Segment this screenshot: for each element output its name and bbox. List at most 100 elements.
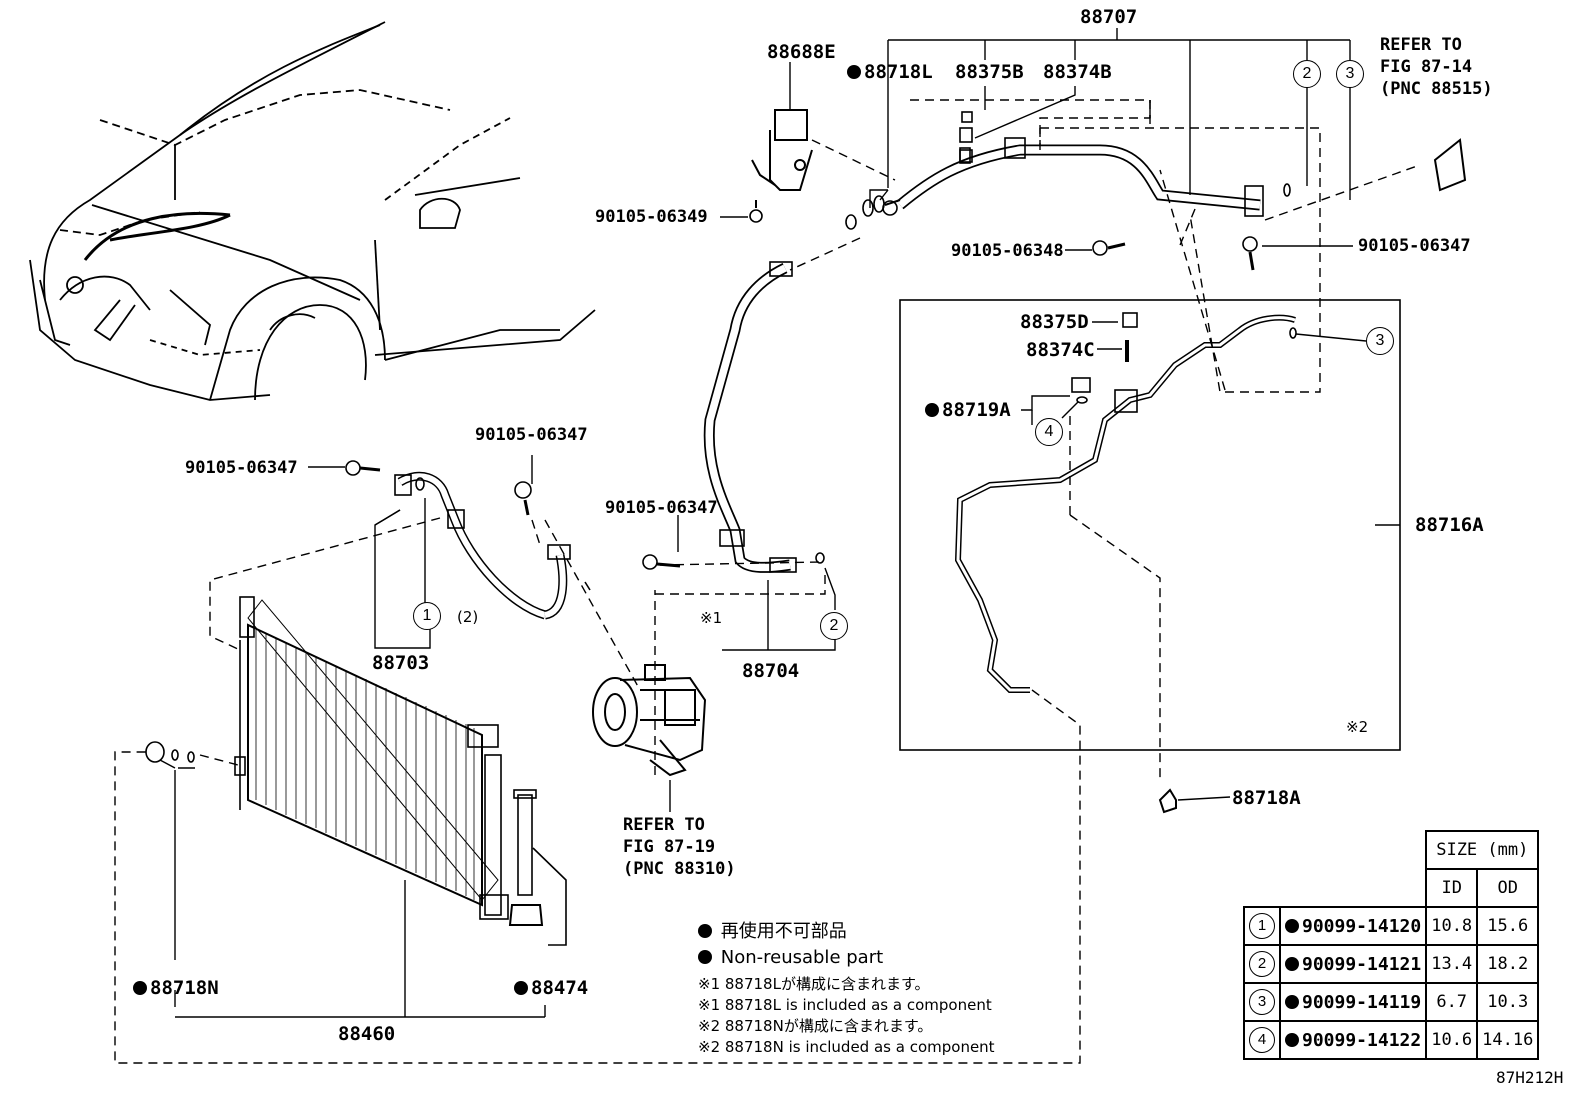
- legend-en-text: Non-reusable part: [720, 947, 884, 968]
- callout-88707: 88707: [1080, 6, 1138, 28]
- row-od: 15.6: [1476, 906, 1540, 946]
- row-marker: 2: [1243, 944, 1281, 984]
- row-id: 13.4: [1425, 944, 1479, 984]
- callout-88703: 88703: [372, 652, 430, 674]
- legend-note2-jp: ※2 88718Nが構成に含まれます。: [698, 1017, 933, 1035]
- callout-90105-06347-right: 90105-06347: [1358, 236, 1471, 256]
- discharge-hose-drawing: [394, 471, 571, 620]
- condenser-drawing: [234, 596, 509, 920]
- row-od: 14.16: [1476, 1020, 1540, 1060]
- o-ring-size-table: SIZE (mm) ID OD 1 90099-14120 10.8 15.6 …: [1243, 830, 1540, 1060]
- legend-note2-en: ※2 88718N is included as a component: [698, 1038, 995, 1056]
- table-row: 3 90099-14119 6.7 10.3: [1243, 982, 1540, 1022]
- hardware-drawing: [145, 111, 1467, 814]
- row-part-number: 90099-14120: [1302, 915, 1422, 937]
- bracket-drawing: [751, 109, 813, 191]
- callout-88474: 88474: [514, 979, 588, 998]
- callout-88375b: 88375B: [955, 61, 1024, 83]
- size-header: SIZE (mm): [1425, 830, 1540, 870]
- suction-hose-drawing: [703, 261, 797, 573]
- callout-88719a: 88719A: [925, 401, 1011, 420]
- row-part-number: 90099-14122: [1302, 1029, 1422, 1051]
- legend-jp-text: 再使用不可部品: [720, 921, 847, 942]
- pipe-88716a-frame: [899, 299, 1401, 751]
- callout-88718l-text: 88718L: [864, 61, 933, 83]
- row-marker: 1: [1243, 906, 1281, 946]
- callout-sub-2: (2): [457, 608, 479, 626]
- nonreusable-dot-icon: [1285, 918, 1299, 933]
- callout-88718l: 88718L: [847, 63, 933, 82]
- leader-lines: [159, 28, 1400, 1018]
- callout-90105-06348: 90105-06348: [951, 241, 1064, 261]
- row-id: 10.8: [1425, 906, 1479, 946]
- row-od: 10.3: [1476, 982, 1540, 1022]
- o-ring-marker-3-lower: 3: [1366, 327, 1394, 355]
- refer-fig-87-19: REFER TO FIG 87-19 (PNC 88310): [623, 815, 736, 879]
- row-part: 90099-14120: [1278, 906, 1428, 946]
- table-row: 4 90099-14122 10.6 14.16: [1243, 1020, 1540, 1060]
- row-part-number: 90099-14121: [1302, 953, 1422, 975]
- row-number: 4: [1249, 1027, 1275, 1053]
- nonreusable-dot-icon: [925, 403, 939, 417]
- callout-88688e: 88688E: [767, 41, 836, 63]
- row-id: 10.6: [1425, 1020, 1479, 1060]
- callout-88474-text: 88474: [531, 977, 589, 999]
- o-ring-marker-1: 1: [413, 602, 441, 630]
- o-ring-marker-2-lower: 2: [820, 612, 848, 640]
- row-od: 18.2: [1476, 944, 1540, 984]
- callout-88704: 88704: [742, 660, 800, 682]
- diagram-id: 87H212H: [1496, 1068, 1564, 1087]
- refer-fig-87-14: REFER TO FIG 87-14 (PNC 88515): [1380, 35, 1493, 99]
- callout-90105-06347-left: 90105-06347: [185, 458, 298, 478]
- callout-88716a: 88716A: [1415, 514, 1484, 536]
- row-id: 6.7: [1425, 982, 1479, 1022]
- callout-90105-06347-mid: 90105-06347: [475, 425, 588, 445]
- callout-88460: 88460: [338, 1023, 396, 1045]
- callout-88374c: 88374C: [1026, 339, 1095, 361]
- row-part-number: 90099-14119: [1302, 991, 1422, 1013]
- legend-nonreusable-jp: 再使用不可部品: [698, 923, 847, 941]
- callout-88718n: 88718N: [133, 979, 219, 998]
- table-blank: [1244, 831, 1426, 869]
- vehicle-outline: [29, 21, 596, 401]
- nonreusable-dot-icon: [847, 65, 861, 79]
- nonreusable-dot-icon: [1285, 994, 1299, 1009]
- liquid-tube-88707-drawing: [882, 137, 1264, 217]
- o-ring-marker-2: 2: [1293, 60, 1321, 88]
- table-row: 1 90099-14120 10.8 15.6: [1243, 906, 1540, 946]
- nonreusable-dot-icon: [1285, 956, 1299, 971]
- row-part: 90099-14119: [1278, 982, 1428, 1022]
- receiver-dryer-drawing: [508, 789, 567, 946]
- col-od-header: OD: [1476, 868, 1540, 908]
- callout-88718a: 88718A: [1232, 787, 1301, 809]
- legend-note1-jp: ※1 88718Lが構成に含まれます。: [698, 975, 930, 993]
- col-id-header: ID: [1425, 868, 1479, 908]
- dashed-guide-lines: [114, 99, 1421, 1064]
- nonreusable-dot-icon: [1285, 1032, 1299, 1047]
- row-number: 2: [1249, 951, 1275, 977]
- compressor-drawing: [592, 664, 707, 777]
- table-row: 2 90099-14121 13.4 18.2: [1243, 944, 1540, 984]
- nonreusable-dot-icon: [514, 981, 528, 995]
- row-marker: 4: [1243, 1020, 1281, 1060]
- nonreusable-dot-icon: [698, 924, 712, 938]
- nonreusable-dot-icon: [133, 981, 147, 995]
- o-ring-marker-3: 3: [1336, 60, 1364, 88]
- row-marker: 3: [1243, 982, 1281, 1022]
- row-part: 90099-14121: [1278, 944, 1428, 984]
- legend-nonreusable-en: Non-reusable part: [698, 949, 883, 967]
- table-blank: [1244, 869, 1426, 907]
- callout-88375d: 88375D: [1020, 311, 1089, 333]
- mark-note-1: ※1: [700, 609, 723, 627]
- mark-note-2: ※2: [1346, 718, 1369, 736]
- liquid-pipe-88716a-drawing: [954, 314, 1296, 693]
- callout-88718n-text: 88718N: [150, 977, 219, 999]
- callout-90105-06349: 90105-06349: [595, 207, 708, 227]
- callout-88719a-text: 88719A: [942, 399, 1011, 421]
- legend-note1-en: ※1 88718L is included as a component: [698, 996, 992, 1014]
- row-number: 1: [1249, 913, 1275, 939]
- nonreusable-dot-icon: [698, 950, 712, 964]
- o-ring-marker-4: 4: [1035, 418, 1063, 446]
